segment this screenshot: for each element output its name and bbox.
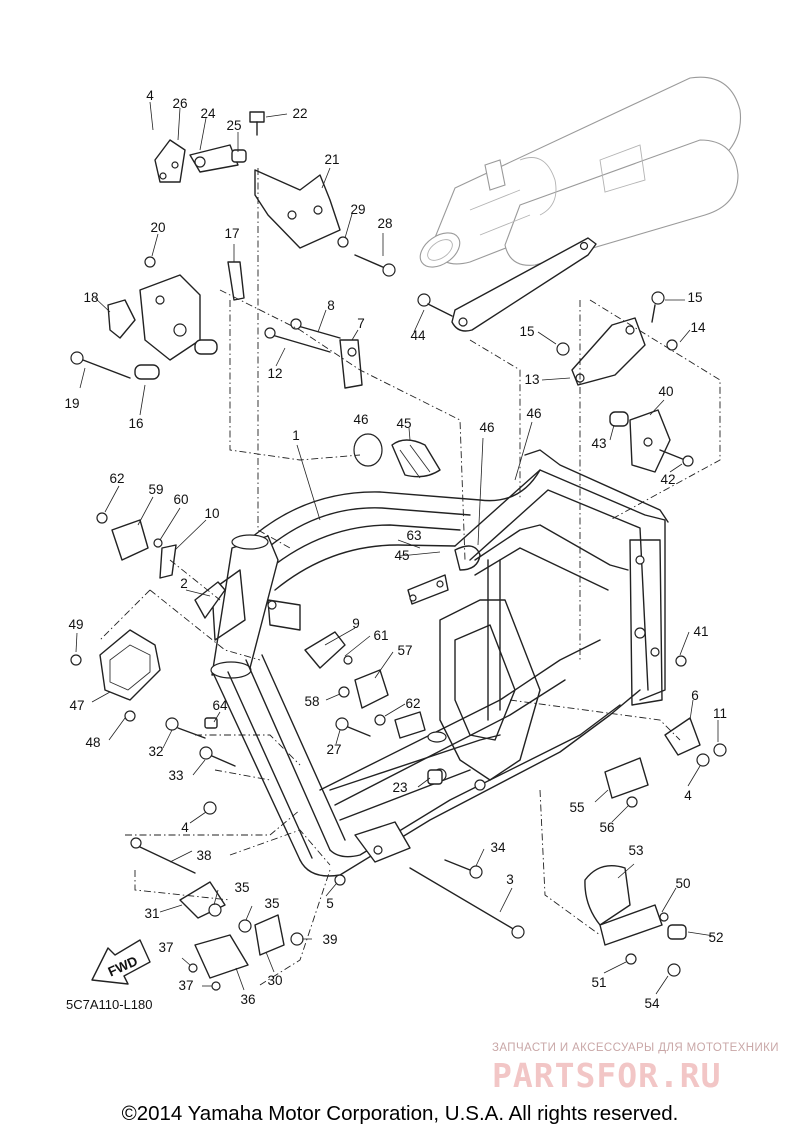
callout-1: 1 [292, 428, 300, 443]
callout-22: 22 [292, 106, 307, 121]
callout-36: 36 [240, 992, 255, 1007]
callout-35: 35 [264, 896, 279, 911]
callout-59: 59 [148, 482, 163, 497]
callout-39: 39 [322, 932, 337, 947]
callout-42: 42 [660, 472, 675, 487]
callout-58: 58 [304, 694, 319, 709]
callout-4: 4 [684, 788, 692, 803]
callout-24: 24 [200, 106, 216, 121]
callout-54: 54 [644, 996, 660, 1011]
callout-14: 14 [690, 320, 706, 335]
callout-45: 45 [396, 416, 411, 431]
callout-19: 19 [64, 396, 79, 411]
callout-18: 18 [83, 290, 98, 305]
callout-46: 46 [353, 412, 368, 427]
callout-64: 64 [212, 698, 228, 713]
callout-46: 46 [526, 406, 541, 421]
callout-2: 2 [180, 576, 188, 591]
callout-37: 37 [178, 978, 193, 993]
callout-35: 35 [234, 880, 249, 895]
fwd-arrow: FWD [91, 939, 151, 985]
copyright-notice: ©2014 Yamaha Motor Corporation, U.S.A. A… [121, 1102, 679, 1125]
callout-21: 21 [324, 152, 339, 167]
callout-60: 60 [173, 492, 188, 507]
callout-26: 26 [172, 96, 187, 111]
main-frame [210, 449, 669, 877]
callout-48: 48 [85, 735, 100, 750]
callout-9: 9 [352, 616, 360, 631]
callout-63: 63 [406, 528, 421, 543]
callout-51: 51 [591, 975, 606, 990]
callout-55: 55 [569, 800, 584, 815]
callout-53: 53 [628, 843, 643, 858]
callout-15: 15 [687, 290, 702, 305]
callout-32: 32 [148, 744, 163, 759]
callout-62: 62 [109, 471, 124, 486]
callout-10: 10 [204, 506, 219, 521]
callout-5: 5 [326, 896, 334, 911]
callout-12: 12 [267, 366, 282, 381]
reference-lines [99, 168, 721, 986]
callout-57: 57 [397, 643, 412, 658]
callout-29: 29 [350, 202, 365, 217]
callout-40: 40 [658, 384, 673, 399]
watermark-logo: PARTSFOR.RU [492, 1056, 722, 1095]
callout-27: 27 [326, 742, 341, 757]
callout-46: 46 [479, 420, 494, 435]
callout-31: 31 [144, 906, 159, 921]
callout-15: 15 [519, 324, 534, 339]
callout-28: 28 [377, 216, 392, 231]
watermark-caption: ЗАПЧАСТИ И АКСЕССУАРЫ ДЛЯ МОТОТЕХНИКИ [492, 1042, 779, 1054]
callout-11: 11 [713, 706, 727, 721]
muffler-illustration [419, 76, 742, 268]
callout-41: 41 [693, 624, 708, 639]
callout-23: 23 [392, 780, 407, 795]
callout-25: 25 [226, 118, 241, 133]
callout-4: 4 [146, 88, 154, 103]
callout-45: 45 [394, 548, 409, 563]
callout-44: 44 [410, 328, 426, 343]
muffler-bracket [451, 237, 597, 332]
callout-61: 61 [373, 628, 388, 643]
callout-20: 20 [150, 220, 165, 235]
callout-17: 17 [224, 226, 239, 241]
callout-38: 38 [196, 848, 211, 863]
callout-43: 43 [591, 436, 606, 451]
callout-56: 56 [599, 820, 614, 835]
callout-34: 34 [490, 840, 506, 855]
callout-49: 49 [68, 617, 83, 632]
callout-8: 8 [327, 298, 335, 313]
callout-6: 6 [691, 688, 699, 703]
callout-52: 52 [708, 930, 723, 945]
callout-7: 7 [357, 316, 365, 331]
callout-4: 4 [181, 820, 189, 835]
callout-62: 62 [405, 696, 420, 711]
callout-13: 13 [524, 372, 539, 387]
callout-47: 47 [69, 698, 84, 713]
diagram-code: 5C7A110-L180 [66, 997, 153, 1012]
callout-33: 33 [168, 768, 183, 783]
callout-30: 30 [267, 973, 282, 988]
callout-50: 50 [675, 876, 690, 891]
callout-16: 16 [128, 416, 143, 431]
callout-3: 3 [506, 872, 514, 887]
callout-37: 37 [158, 940, 173, 955]
